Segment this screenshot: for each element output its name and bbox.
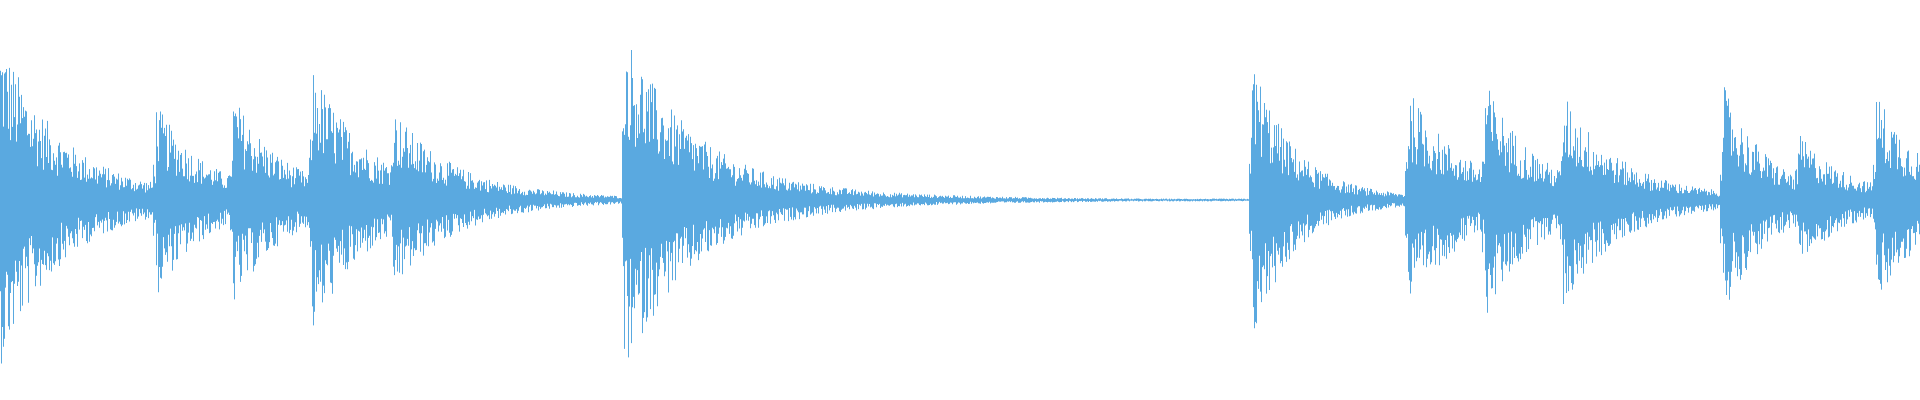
waveform-trace [0, 50, 1920, 364]
waveform-samples [0, 50, 1920, 364]
